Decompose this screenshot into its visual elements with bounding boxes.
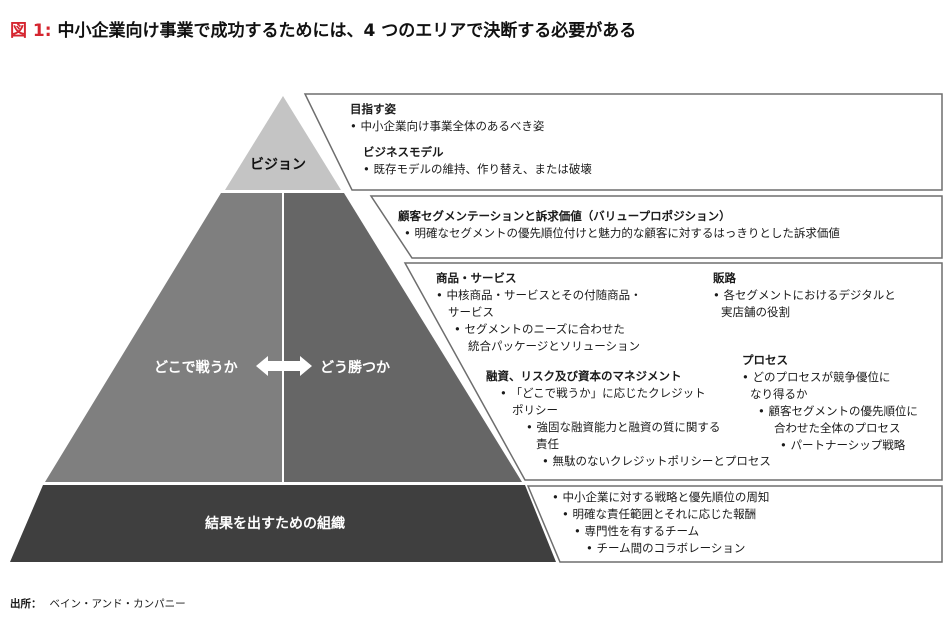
org-item: • 中小企業に対する戦略と優先順位の周知 (552, 490, 770, 504)
finance-item: • 強固な融資能力と融資の質に関する (526, 420, 721, 434)
products-item: • セグメントのニーズに合わせた (454, 322, 625, 336)
org-item: • 専門性を有するチーム (574, 524, 700, 538)
finance-item-cont: 責任 (536, 437, 559, 451)
value-box-outline (369, 195, 943, 259)
org-box: • 中小企業に対する戦略と優先順位の周知 • 明確な責任範囲とそれに応じた報酬 … (552, 489, 769, 557)
process-item: • パートナーシップ戦略 (780, 438, 906, 452)
finance-heading: 融資、リスク及び資本のマネジメント (486, 369, 682, 383)
finance-item: • 無駄のないクレジットポリシーとプロセス (542, 454, 771, 468)
figure-title: 図 1:中小企業向け事業で成功するためには、4 つのエリアで決断する必要がある (10, 16, 636, 41)
business-model-heading: ビジネスモデル (363, 145, 444, 159)
sales-item: • 各セグメントにおけるデジタルと (713, 288, 896, 302)
process-heading: プロセス (742, 353, 788, 367)
pyramid-left-label: どこで戦うか (154, 360, 238, 376)
products-section: 商品・サービス • 中核商品・サービスとその付随商品・ サービス • セグメント… (436, 270, 642, 355)
org-item: • チーム間のコラボレーション (586, 541, 746, 555)
process-item: • 顧客セグメントの優先順位に (758, 404, 918, 418)
figure-number: 図 1: (10, 21, 52, 41)
pyramid-middle-right (283, 193, 522, 482)
value-box: 顧客セグメンテーションと訴求価値（バリュープロポジション） • 明確なセグメント… (398, 208, 840, 242)
how-box-outline (403, 262, 943, 481)
value-heading: 顧客セグメンテーションと訴求価値（バリュープロポジション） (398, 209, 731, 223)
process-item-cont: 合わせた全体のプロセス (774, 421, 901, 435)
vision-item: • 中小企業向け事業全体のあるべき姿 (350, 119, 545, 133)
double-arrow-icon (256, 356, 312, 376)
sales-heading: 販路 (713, 271, 736, 285)
products-item-cont: サービス (448, 305, 494, 319)
vision-box: 目指す姿 • 中小企業向け事業全体のあるべき姿 (350, 101, 544, 135)
pyramid-right-label: どう勝つか (320, 360, 390, 376)
business-model-box: ビジネスモデル • 既存モデルの維持、作り替え、または破壊 (363, 144, 592, 178)
pyramid-top-label: ビジョン (250, 157, 306, 173)
vision-box-outline (303, 93, 943, 191)
figure-title-text: 中小企業向け事業で成功するためには、4 つのエリアで決断する必要がある (57, 21, 637, 41)
pyramid-middle-left (45, 193, 283, 482)
process-item-cont: なり得るか (750, 387, 808, 401)
pyramid-bottom-tier (10, 485, 556, 562)
finance-item: • 「どこで戦うか」に応じたクレジット (500, 386, 706, 400)
process-section: プロセス • どのプロセスが競争優位に なり得るか • 顧客セグメントの優先順位… (742, 352, 918, 454)
sales-item-cont: 実店舗の役割 (721, 305, 790, 319)
vision-heading: 目指す姿 (350, 102, 396, 116)
source-note: 出所： ベイン・アンド・カンパニー (10, 596, 186, 611)
finance-section: 融資、リスク及び資本のマネジメント • 「どこで戦うか」に応じたクレジット ポリ… (486, 368, 771, 470)
org-item: • 明確な責任範囲とそれに応じた報酬 (562, 507, 757, 521)
value-item: • 明確なセグメントの優先順位付けと魅力的な顧客に対するはっきりとした訴求価値 (404, 226, 840, 240)
source-label: 出所： (10, 598, 42, 610)
sales-section: 販路 • 各セグメントにおけるデジタルと 実店舗の役割 (713, 270, 896, 321)
business-model-item: • 既存モデルの維持、作り替え、または破壊 (363, 162, 592, 176)
products-item: • 中核商品・サービスとその付随商品・ (436, 288, 642, 302)
org-box-outline (526, 485, 943, 563)
finance-item-cont: ポリシー (512, 403, 558, 417)
process-item: • どのプロセスが競争優位に (742, 370, 891, 384)
products-item-cont: 統合パッケージとソリューション (468, 339, 641, 353)
pyramid-bottom-label: 結果を出すための組織 (205, 516, 345, 532)
pyramid-top-tier (225, 96, 341, 190)
source-text: ベイン・アンド・カンパニー (49, 598, 186, 610)
products-heading: 商品・サービス (436, 271, 517, 285)
